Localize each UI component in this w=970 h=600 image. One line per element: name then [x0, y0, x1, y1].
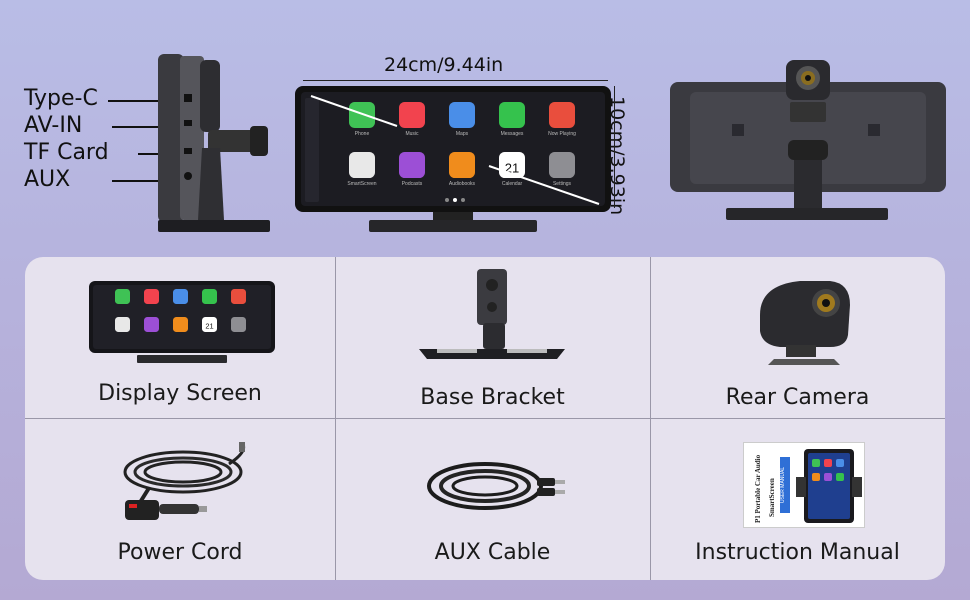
port-label-type-c: Type-C — [24, 86, 98, 111]
package-item-instruction-manual: P1 Portable Car Audio SmartScreen USER M… — [650, 418, 945, 579]
app-icon — [231, 317, 246, 332]
port-label-aux: AUX — [24, 167, 71, 192]
side-view-illustration — [158, 54, 270, 232]
rear-camera-image — [760, 281, 850, 365]
app-icon — [549, 102, 575, 128]
app-icon — [173, 289, 188, 304]
app-icon — [349, 152, 375, 178]
aux-cable-image — [427, 462, 565, 510]
app-label: Messages — [501, 131, 524, 137]
base-bracket-image — [419, 269, 565, 359]
app-icon — [549, 152, 575, 178]
rear-view-illustration — [670, 60, 946, 220]
package-item-display-screen: 21 Display Screen — [25, 257, 335, 418]
app-label: Maps — [456, 131, 469, 137]
app-icon — [399, 102, 425, 128]
package-item-power-cord: Power Cord — [25, 418, 335, 579]
app-icon — [399, 152, 425, 178]
package-item-label: AUX Cable — [434, 540, 551, 565]
calendar-day-text: 21 — [205, 322, 213, 331]
leader-line — [112, 180, 186, 182]
app-label: Settings — [553, 181, 572, 187]
app-icon — [499, 102, 525, 128]
app-icon — [349, 102, 375, 128]
package-contents-panel: 21 Display Screen Base Bracket Rear Came… — [25, 257, 945, 580]
leader-line — [108, 100, 186, 102]
app-label: Music — [405, 131, 419, 137]
app-icon — [202, 289, 217, 304]
package-item-label: Power Cord — [117, 540, 243, 565]
package-item-label: Rear Camera — [725, 385, 870, 410]
package-item-aux-cable: AUX Cable — [335, 418, 650, 579]
app-label: Calendar — [502, 181, 523, 187]
manual-cover: P1 Portable Car Audio SmartScreen USER M… — [743, 442, 865, 528]
app-label: Phone — [355, 131, 370, 137]
package-item-label: Base Bracket — [420, 385, 565, 410]
manual-badge: USER MANUAL — [780, 457, 790, 513]
display-screen-image: 21 — [89, 281, 275, 363]
width-arrow — [303, 80, 608, 81]
front-screen-illustration: Phone Music Maps Messages Now PlayingSmartSc… — [295, 86, 611, 232]
package-item-label: Instruction Manual — [695, 540, 900, 565]
app-icon — [115, 289, 130, 304]
grid-divider — [25, 418, 945, 419]
app-label: Audiobooks — [449, 181, 476, 187]
package-item-label: Display Screen — [98, 381, 262, 406]
app-icon — [449, 102, 475, 128]
width-dimension: 24cm/9.44in — [384, 54, 504, 76]
app-icon — [115, 317, 130, 332]
leader-line — [112, 126, 186, 128]
port-label-av-in: AV-IN — [24, 113, 83, 138]
app-icon — [144, 289, 159, 304]
manual-subtitle: SmartScreen — [768, 478, 776, 517]
manual-device-image — [796, 449, 862, 523]
app-icon — [231, 289, 246, 304]
app-label: SmartScreen — [347, 181, 376, 187]
height-arrow — [614, 86, 615, 208]
package-item-rear-camera: Rear Camera — [650, 257, 945, 418]
port-label-tf-card: TF Card — [24, 140, 109, 165]
app-icon — [144, 317, 159, 332]
app-label: Now Playing — [548, 131, 576, 137]
package-item-base-bracket: Base Bracket — [335, 257, 650, 418]
app-icon — [173, 317, 188, 332]
calendar-day-text: 21 — [505, 160, 519, 175]
app-icon — [449, 152, 475, 178]
power-cord-image — [123, 442, 246, 520]
app-icon — [202, 317, 217, 332]
app-label: Podcasts — [402, 181, 423, 187]
